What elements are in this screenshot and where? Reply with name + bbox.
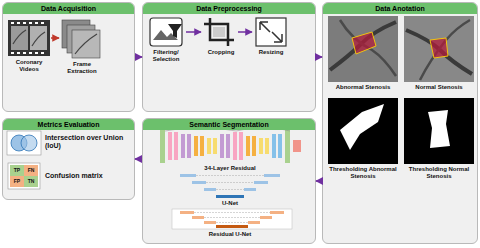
matrix-cell-label: FP: [10, 179, 24, 185]
step-label: Filtering/ Selection: [146, 49, 186, 62]
confusion-matrix-icon: [8, 163, 40, 189]
angiogram-image: [404, 16, 474, 82]
step-label: Intersection over Union (IoU): [45, 134, 131, 149]
flow-arrow: [135, 158, 142, 160]
step-label: Abnormal Stenosis: [326, 84, 400, 91]
unet-diagram: [180, 174, 280, 198]
panel-header: Data Anotation: [323, 3, 477, 14]
flow-arrow: [316, 56, 322, 58]
step-label: 34-Layer Residual: [180, 165, 280, 172]
step-arrow: [238, 31, 252, 33]
step-label: Coronary Videos: [6, 59, 52, 72]
matrix-cell-label: TN: [24, 179, 38, 185]
iou-icon: [7, 131, 41, 155]
panel-header: Metrics Evaluation: [3, 119, 134, 130]
resize-icon: [256, 18, 286, 46]
step-label: Normal Stenosis: [402, 84, 476, 91]
filter-icon: [150, 18, 182, 46]
step-label: Confusion matrix: [45, 172, 131, 180]
matrix-cell-label: TP: [10, 168, 24, 174]
step-label: Cropping: [201, 49, 241, 56]
step-label: Thresholding Abnormal Stenosis: [326, 166, 400, 179]
matrix-cell-label: FN: [24, 168, 38, 174]
flow-arrow: [135, 56, 142, 58]
step-label: Thresholding Normal Stenosis: [402, 166, 476, 179]
step-label: Resizing: [251, 49, 291, 56]
step-label: U-Net: [180, 200, 280, 207]
panel-header: Data Acquisition: [3, 3, 134, 14]
frames-icon: [62, 20, 100, 58]
panel-header: Data Preprocessing: [143, 3, 315, 14]
step-arrow: [186, 31, 201, 33]
film-icon: [8, 20, 50, 56]
step-arrow: [51, 37, 59, 39]
angiogram-image: [328, 16, 398, 82]
step-label: Residual U-Net: [180, 231, 280, 238]
flow-arrow: [316, 180, 322, 182]
step-label: Frame Extraction: [60, 61, 104, 74]
residual-unet-diagram: [172, 209, 292, 229]
crop-icon: [204, 18, 234, 46]
mask-image: [404, 98, 474, 164]
resnet-diagram: [160, 128, 301, 164]
panel-header: Semantic Segmentation: [143, 119, 315, 130]
mask-image: [328, 98, 398, 164]
stage-panel: Data Acquisition: [2, 2, 135, 112]
